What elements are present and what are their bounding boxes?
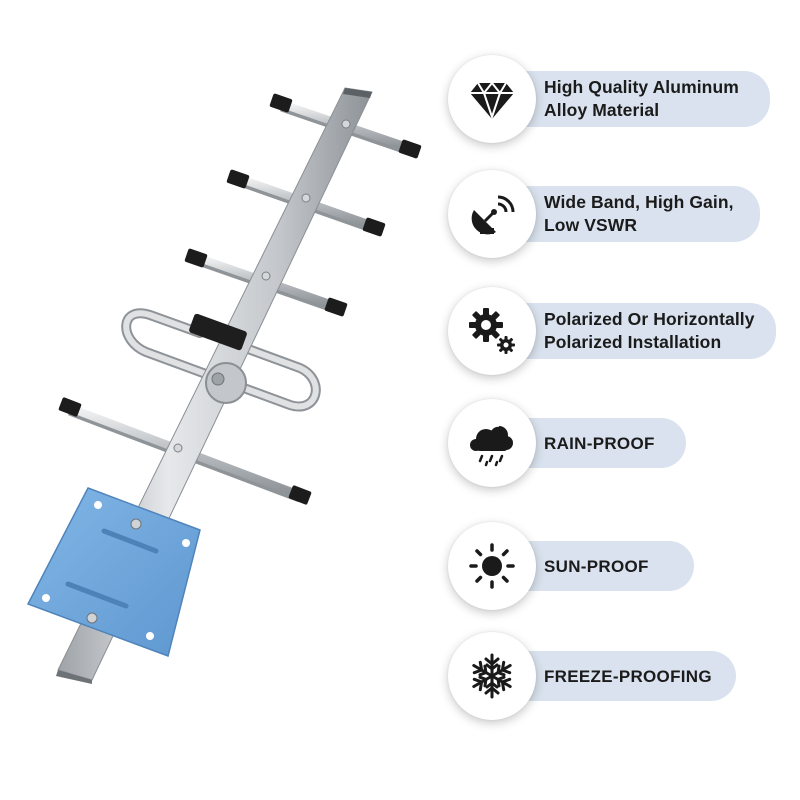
diamond-icon <box>448 55 536 143</box>
feature-rain-proof: RAIN-PROOF <box>446 397 786 489</box>
mount-plate <box>26 487 201 657</box>
antenna-elements <box>58 93 422 505</box>
feature-freeze-proofing: FREEZE-PROOFING <box>446 630 786 722</box>
feed-block <box>189 313 247 404</box>
feature-polarization: Polarized Or Horizontally Polarized Inst… <box>446 285 786 377</box>
feature-aluminum-alloy: High Quality Aluminum Alloy Material <box>446 53 786 145</box>
gears-icon <box>448 287 536 375</box>
feature-text: SUN-PROOF <box>544 556 649 576</box>
feature-text: FREEZE-PROOFING <box>544 666 712 686</box>
feature-text: Polarized Or Horizontally Polarized Inst… <box>544 309 755 352</box>
rain-cloud-icon <box>448 399 536 487</box>
feature-label-pill: High Quality Aluminum Alloy Material <box>498 71 770 127</box>
snowflake-icon <box>448 632 536 720</box>
feature-wide-band: Wide Band, High Gain, Low VSWR <box>446 168 786 260</box>
feature-text: RAIN-PROOF <box>544 433 655 453</box>
sun-icon <box>448 522 536 610</box>
yagi-antenna-image <box>26 87 422 684</box>
feature-sun-proof: SUN-PROOF <box>446 520 786 612</box>
feature-label-pill: Wide Band, High Gain, Low VSWR <box>498 186 760 242</box>
feature-label-pill: Polarized Or Horizontally Polarized Inst… <box>498 303 776 359</box>
feature-text: Wide Band, High Gain, Low VSWR <box>544 192 734 235</box>
satellite-dish-icon <box>448 170 536 258</box>
feature-text: High Quality Aluminum Alloy Material <box>544 77 739 120</box>
feature-label-pill: FREEZE-PROOFING <box>498 651 736 701</box>
